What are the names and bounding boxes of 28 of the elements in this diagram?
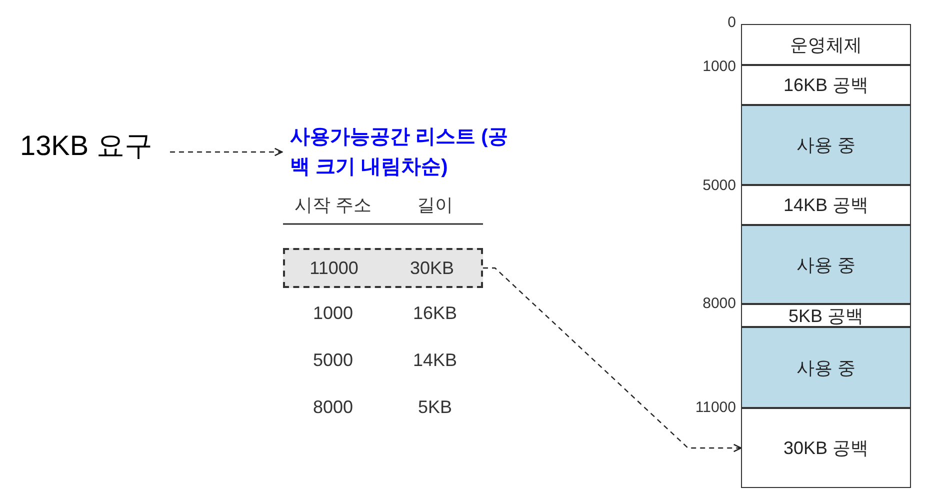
memory-block: 30KB 공백 [741, 408, 911, 488]
table-cell-text: 1000 [312, 302, 354, 324]
request-text: 13KB 요구 [20, 126, 170, 166]
address-label: 5000 [702, 176, 736, 196]
table-cell-text: 14KB [412, 349, 458, 371]
list-title: 사용가능공간 리스트 (공백 크기 내림차순) [282, 120, 514, 184]
used-memory-block: 사용 중 [741, 105, 911, 185]
dashed-arrow [483, 267, 742, 452]
table-cell-text: 5000 [312, 349, 354, 371]
column-header: 시작 주소 [293, 194, 372, 216]
address-label: 8000 [702, 294, 736, 314]
table-cell-text: 11000 [308, 256, 360, 280]
used-memory-block: 사용 중 [741, 327, 911, 408]
dashed-arrow [170, 148, 283, 156]
highlighted-table-row [283, 248, 483, 288]
address-label: 0 [726, 13, 736, 33]
address-label: 1000 [702, 57, 736, 77]
address-label: 11000 [694, 398, 736, 418]
memory-block: 14KB 공백 [741, 185, 911, 225]
memory-block: 5KB 공백 [741, 304, 911, 327]
memory-block: 16KB 공백 [741, 65, 911, 105]
table-cell-text: 5KB [416, 396, 454, 418]
used-memory-block: 사용 중 [741, 225, 911, 304]
table-cell-text: 16KB [412, 302, 458, 324]
table-cell-text: 8000 [312, 396, 354, 418]
column-header: 길이 [416, 194, 454, 216]
table-cell-text: 30KB [408, 256, 456, 280]
memory-block: 운영체제 [741, 24, 911, 65]
